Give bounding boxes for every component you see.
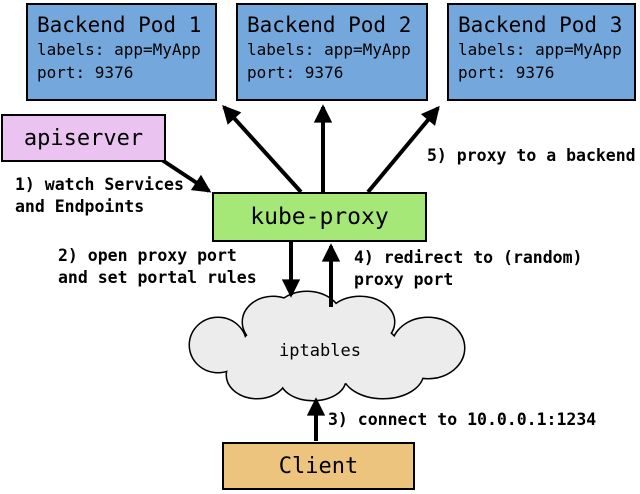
pod-port: port: 9376 bbox=[458, 63, 555, 82]
pod-labels: labels: app=MyApp bbox=[458, 40, 622, 59]
pod-labels: labels: app=MyApp bbox=[247, 40, 411, 59]
node-client: Client bbox=[222, 442, 415, 490]
arrows bbox=[160, 104, 440, 441]
pod-title: Backend Pod 2 bbox=[247, 13, 412, 37]
annotation-step4: 4) redirect to (random) proxy port bbox=[354, 248, 583, 289]
pod-title: Backend Pod 1 bbox=[37, 13, 202, 37]
node-backend-pod-2: Backend Pod 2 labels: app=MyApp port: 93… bbox=[236, 3, 428, 101]
node-kube-proxy: kube-proxy bbox=[212, 192, 427, 242]
arrow-kubeproxy-to-pod1 bbox=[222, 104, 303, 194]
pod-port: port: 9376 bbox=[247, 63, 344, 82]
arrow-kubeproxy-to-pod3 bbox=[366, 105, 440, 194]
annotation-step1: 1) watch Services and Endpoints bbox=[15, 175, 184, 216]
iptables-cloud-shape bbox=[188, 290, 466, 402]
node-backend-pod-3: Backend Pod 3 labels: app=MyApp port: 93… bbox=[447, 3, 636, 101]
client-label: Client bbox=[278, 453, 359, 479]
pod-labels: labels: app=MyApp bbox=[37, 40, 201, 59]
node-backend-pod-1: Backend Pod 1 labels: app=MyApp port: 93… bbox=[26, 3, 217, 101]
kube-proxy-label: kube-proxy bbox=[250, 204, 389, 230]
pod-port: port: 9376 bbox=[37, 63, 134, 82]
annotation-step3: 3) connect to 10.0.0.1:1234 bbox=[328, 410, 597, 429]
apiserver-label: apiserver bbox=[23, 125, 144, 151]
arrow-apiserver-to-kubeproxy bbox=[160, 158, 212, 193]
node-apiserver: apiserver bbox=[1, 114, 166, 162]
pod-title: Backend Pod 3 bbox=[458, 13, 623, 37]
annotation-step5: 5) proxy to a backend bbox=[427, 146, 636, 165]
annotation-step2: 2) open proxy port and set portal rules bbox=[58, 246, 257, 287]
iptables-label: iptables bbox=[279, 341, 361, 361]
